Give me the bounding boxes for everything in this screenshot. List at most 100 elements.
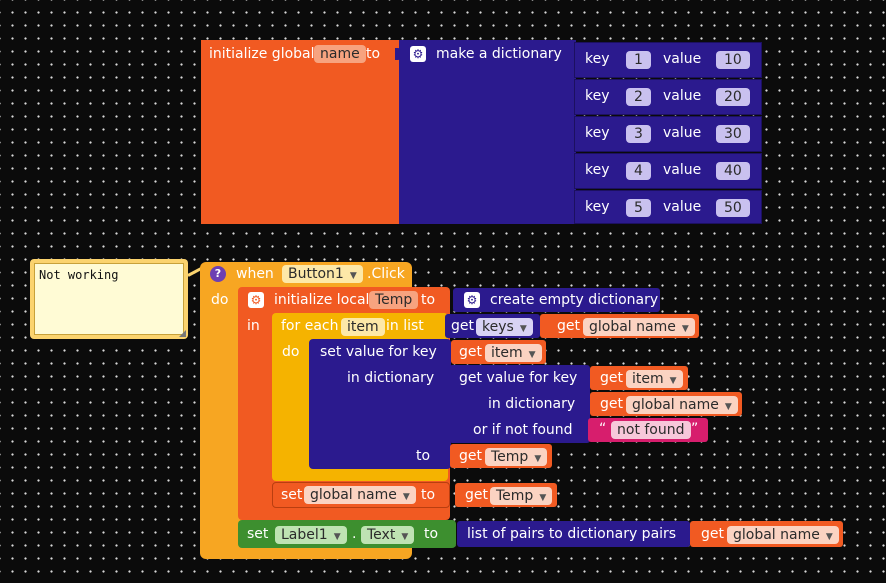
var-dropdown-value: Temp [491, 449, 529, 465]
chevron-down-icon: ▼ [401, 532, 409, 542]
chevron-down-icon: ▼ [539, 493, 547, 503]
dot-label: . [352, 526, 357, 542]
var-dropdown-value: item [632, 371, 664, 387]
pair-key-label: key [585, 88, 610, 104]
pair-value-label: value [663, 51, 702, 67]
set-value-for-key-label: set value for key [320, 344, 437, 360]
comment-bubble[interactable]: Not working [30, 259, 188, 339]
get-label: get [600, 370, 623, 386]
component-dropdown-value: Label1 [281, 527, 328, 543]
component-dropdown[interactable]: Label1 ▼ [275, 526, 347, 544]
get-label: get [459, 448, 482, 464]
pair-value-label: value [663, 199, 702, 215]
not-found-text-field[interactable]: not found [611, 421, 691, 439]
pair-key-label: key [585, 125, 610, 141]
chevron-down-icon: ▼ [528, 350, 536, 360]
chevron-down-icon: ▼ [681, 324, 689, 334]
var-dropdown-value: global name [310, 487, 397, 503]
set-label-to: to [424, 526, 439, 542]
get-value-for-key-label: get value for key [459, 370, 578, 386]
var-dropdown[interactable]: Temp ▼ [490, 487, 553, 505]
help-icon[interactable]: ? [210, 266, 226, 282]
list-of-pairs-label: list of pairs to dictionary pairs [467, 526, 677, 542]
quote-open: “ [599, 421, 607, 437]
event-do-label: do [211, 292, 229, 308]
chevron-down-icon: ▼ [724, 402, 732, 412]
component-dropdown-value: Button1 [288, 266, 344, 282]
keys-dropdown-value: keys [482, 319, 514, 335]
var-dropdown[interactable]: item ▼ [485, 344, 542, 362]
for-each-do-label: do [282, 344, 300, 360]
chevron-down-icon: ▼ [333, 532, 341, 542]
get-label: get [701, 526, 724, 542]
or-if-not-found-label: or if not found [473, 422, 573, 438]
var-dropdown[interactable]: item▼ [626, 370, 683, 388]
resize-handle-icon[interactable] [179, 330, 186, 337]
init-global-block[interactable] [201, 40, 401, 224]
set-value-in-dictionary-label: in dictionary [347, 370, 435, 386]
pair-value-label: value [663, 88, 702, 104]
create-empty-dictionary-label: create empty dictionary [490, 292, 659, 308]
gear-icon[interactable]: ⚙ [248, 292, 264, 308]
init-local-to: to [421, 292, 436, 308]
pair-key-number[interactable]: 3 [626, 125, 651, 143]
chevron-down-icon: ▼ [349, 271, 357, 281]
get-label: get [459, 344, 482, 360]
set-value-for-key-block[interactable] [309, 339, 451, 469]
create-empty-dictionary-block[interactable] [453, 288, 660, 312]
get-value-in-dictionary-label: in dictionary [488, 396, 576, 412]
var-dropdown-value: item [491, 345, 523, 361]
keys-dropdown[interactable]: keys ▼ [476, 318, 533, 336]
set-label-text-block[interactable] [238, 520, 456, 548]
event-when-label: when [236, 266, 274, 282]
get-value-for-key-block[interactable] [449, 365, 590, 443]
set-value-to-label: to [416, 448, 431, 464]
pair-value-number[interactable]: 40 [716, 162, 750, 180]
loop-var-field[interactable]: item [341, 318, 385, 336]
var-dropdown[interactable]: Temp ▼ [485, 448, 548, 466]
set-global-to-label: to [421, 487, 436, 503]
init-local-label: initialize local [274, 292, 370, 308]
chevron-down-icon: ▼ [402, 492, 410, 502]
for-each-label: for each [281, 318, 339, 334]
pair-value-number[interactable]: 30 [716, 125, 750, 143]
var-dropdown[interactable]: global name ▼ [583, 318, 695, 336]
comment-text[interactable]: Not working [34, 263, 184, 335]
global-var-name-field[interactable]: name [314, 45, 366, 63]
pair-key-number[interactable]: 4 [626, 162, 651, 180]
get-label: get [465, 487, 488, 503]
make-dictionary-block[interactable] [399, 40, 576, 224]
pair-value-label: value [663, 162, 702, 178]
init-global-socket [395, 48, 401, 60]
init-global-label: initialize global [209, 46, 315, 62]
pair-key-label: key [585, 199, 610, 215]
local-var-name-field[interactable]: Temp [369, 291, 419, 309]
gear-icon[interactable]: ⚙ [410, 46, 426, 62]
var-dropdown-value: global name [632, 397, 719, 413]
init-local-in: in [247, 318, 260, 334]
component-dropdown[interactable]: Button1 ▼ [282, 265, 363, 283]
gear-icon[interactable]: ⚙ [464, 292, 480, 308]
set-label: set [247, 526, 269, 542]
var-dropdown-value: Temp [496, 488, 534, 504]
var-dropdown[interactable]: global name ▼ [304, 486, 416, 504]
pair-value-number[interactable]: 10 [716, 51, 750, 69]
var-dropdown-value: global name [589, 319, 676, 335]
set-label: set [281, 487, 303, 503]
get-label: get [600, 396, 623, 412]
get-label: get [557, 318, 580, 334]
list-of-pairs-to-dictionary-block[interactable] [457, 521, 690, 547]
pair-key-label: key [585, 162, 610, 178]
pair-value-number[interactable]: 20 [716, 88, 750, 106]
var-dropdown-value: global name [733, 527, 820, 543]
pair-key-number[interactable]: 2 [626, 88, 651, 106]
chevron-down-icon: ▼ [534, 454, 542, 464]
property-dropdown[interactable]: Text▼ [361, 526, 415, 544]
pair-value-number[interactable]: 50 [716, 199, 750, 217]
pair-key-number[interactable]: 1 [626, 51, 651, 69]
var-dropdown[interactable]: global name▼ [727, 526, 839, 544]
pair-value-label: value [663, 125, 702, 141]
pair-key-number[interactable]: 5 [626, 199, 651, 217]
var-dropdown[interactable]: global name ▼ [626, 396, 738, 414]
chevron-down-icon: ▼ [519, 324, 527, 334]
